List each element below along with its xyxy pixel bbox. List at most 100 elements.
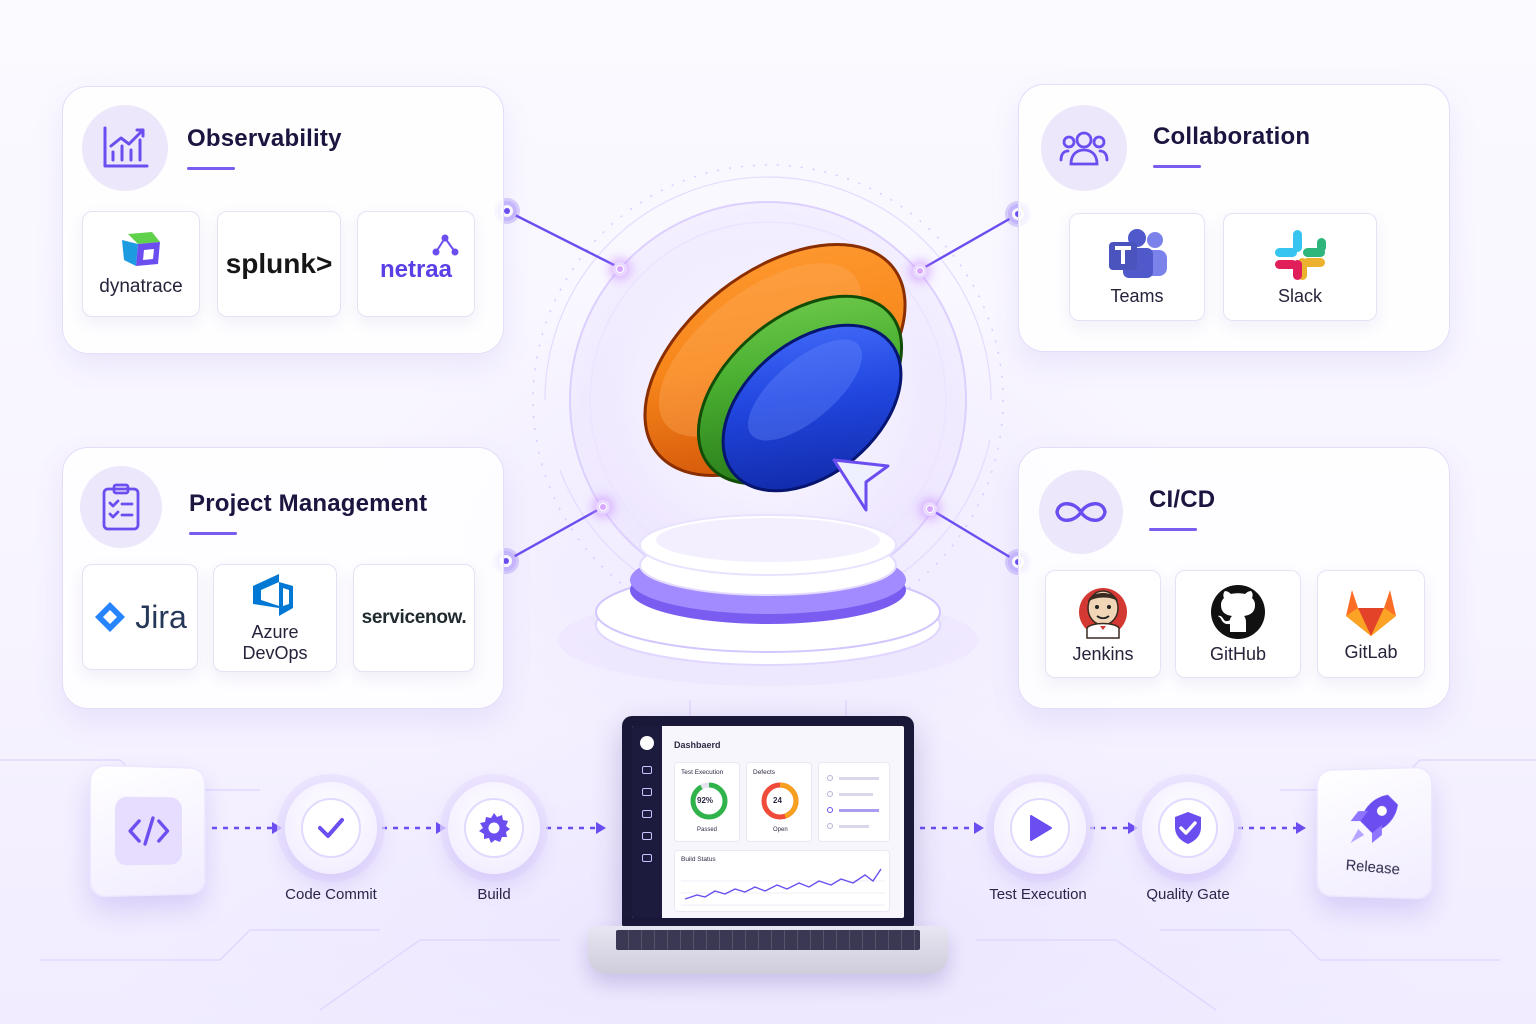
teams-logo-icon xyxy=(1109,228,1167,278)
project-management-card: Project Management Jira Azure DevOps ser… xyxy=(62,447,504,709)
jira-logo-icon xyxy=(95,602,126,632)
github-logo-icon xyxy=(1211,584,1265,639)
defects-widget-label: Defects xyxy=(753,769,776,776)
build-status-widget[interactable]: Build Status xyxy=(674,850,890,912)
test-execution-donut xyxy=(690,782,728,820)
collaboration-title: Collaboration xyxy=(1153,123,1311,150)
cicd-underline xyxy=(1149,528,1197,531)
summary-list-item xyxy=(827,823,833,829)
central-logo xyxy=(643,243,907,512)
jenkins-label: Jenkins xyxy=(1072,643,1134,664)
build-status-label: Build Status xyxy=(681,856,716,863)
summary-list-bar xyxy=(839,809,879,812)
sidebar-home-icon[interactable] xyxy=(642,766,652,774)
netraa-label: netraa xyxy=(379,256,453,284)
project-management-title: Project Management xyxy=(189,490,428,517)
tool-tile-azure-devops[interactable]: Azure DevOps xyxy=(213,564,337,672)
connector-node-project-management-inner xyxy=(596,500,610,514)
pipeline-step-code-commit[interactable] xyxy=(285,782,377,874)
build-label: Build xyxy=(477,886,511,903)
dashboard-sidebar xyxy=(632,726,662,918)
users-icon xyxy=(1041,105,1127,191)
slack-label: Slack xyxy=(1277,285,1322,306)
test-execution-value: 92% xyxy=(697,796,714,805)
slack-logo-icon xyxy=(1275,229,1326,280)
play-icon xyxy=(1030,815,1052,841)
bar-chart-trend-icon xyxy=(82,105,168,191)
infinity-icon xyxy=(1039,470,1123,554)
project-management-underline xyxy=(189,532,237,535)
devops-label: DevOps xyxy=(242,643,308,663)
dashboard-logo-icon xyxy=(640,736,654,750)
tool-tile-github[interactable]: GitHub xyxy=(1175,570,1301,678)
test-execution-label: Test Execution xyxy=(989,886,1087,903)
dashboard-title: Dashbaerd xyxy=(674,740,721,750)
splunk-label: splunk> xyxy=(225,247,333,279)
jenkins-logo-icon xyxy=(1079,587,1127,639)
connector-node-cicd-inner xyxy=(923,502,937,516)
release-label: Release xyxy=(1345,856,1401,878)
cicd-card: CI/CD Jenkins GitHub GitLab xyxy=(1018,447,1450,709)
pipeline-release-card[interactable]: Release xyxy=(1316,766,1433,900)
summary-list-bar xyxy=(839,825,869,828)
defects-donut xyxy=(761,782,799,820)
teams-label: Teams xyxy=(1110,285,1164,306)
collaboration-underline xyxy=(1153,165,1201,168)
pipeline-step-test-execution[interactable] xyxy=(994,782,1086,874)
defects-status: Open xyxy=(773,827,788,833)
gitlab-label: GitLab xyxy=(1344,641,1398,662)
test-execution-status: Passed xyxy=(697,827,718,833)
sidebar-tests-icon[interactable] xyxy=(642,788,652,796)
sidebar-settings-icon[interactable] xyxy=(642,832,652,840)
tool-tile-jira[interactable]: Jira xyxy=(82,564,198,670)
tool-tile-teams[interactable]: Teams xyxy=(1069,213,1205,321)
dynatrace-label: dynatrace xyxy=(99,276,183,298)
dynatrace-logo-icon xyxy=(122,232,160,267)
gear-icon xyxy=(479,813,510,843)
sidebar-reports-icon[interactable] xyxy=(642,810,652,818)
rocket-icon xyxy=(1350,794,1398,843)
checkmark-icon xyxy=(318,818,344,838)
summary-list-item xyxy=(827,775,833,781)
collaboration-card: Collaboration Teams Slack xyxy=(1018,84,1450,352)
observability-card: Observability dynatrace splunk> netraa xyxy=(62,86,504,354)
test-execution-widget-label: Test Execution xyxy=(681,769,724,776)
servicenow-label: servicenow. xyxy=(361,607,467,629)
laptop-keyboard xyxy=(616,930,920,950)
connector-node-observability-inner xyxy=(613,262,627,276)
pipeline-step-build[interactable] xyxy=(448,782,540,874)
tool-tile-jenkins[interactable]: Jenkins xyxy=(1045,570,1161,678)
tool-tile-servicenow[interactable]: servicenow. xyxy=(353,564,475,672)
github-label: GitHub xyxy=(1209,643,1267,664)
sidebar-files-icon[interactable] xyxy=(642,854,652,862)
tool-tile-gitlab[interactable]: GitLab xyxy=(1317,570,1425,678)
laptop-base xyxy=(588,926,948,974)
connector-node-collaboration-inner xyxy=(913,264,927,278)
azure-devops-logo-icon xyxy=(253,574,293,617)
code-brackets-icon xyxy=(115,796,182,866)
summary-list-bar xyxy=(839,793,873,796)
summary-list-item xyxy=(827,807,833,813)
defects-widget[interactable]: Defects 24 Open xyxy=(746,762,812,842)
clipboard-checklist-icon xyxy=(80,466,162,548)
tool-tile-splunk[interactable]: splunk> xyxy=(217,211,341,317)
shield-check-icon xyxy=(1175,812,1201,844)
tool-tile-netraa[interactable]: netraa xyxy=(357,211,475,317)
test-execution-widget[interactable]: Test Execution 92% Passed xyxy=(674,762,740,842)
tool-tile-dynatrace[interactable]: dynatrace xyxy=(82,211,200,317)
tool-tile-slack[interactable]: Slack xyxy=(1223,213,1377,321)
observability-title: Observability xyxy=(187,125,342,152)
summary-list-item xyxy=(827,791,833,797)
pipeline-code-card xyxy=(89,764,206,898)
summary-list-bar xyxy=(839,777,879,780)
azure-label: Azure xyxy=(251,622,299,643)
netraa-logo-icon xyxy=(432,234,459,256)
code-commit-label: Code Commit xyxy=(285,886,377,903)
pipeline-step-quality-gate[interactable] xyxy=(1142,782,1234,874)
jira-label: Jira xyxy=(135,598,187,635)
build-status-sparkline xyxy=(681,868,885,906)
dashboard-screen: Dashbaerd Test Execution 92% Passed Defe… xyxy=(632,726,904,918)
cicd-title: CI/CD xyxy=(1149,486,1216,513)
laptop-screen: Dashbaerd Test Execution 92% Passed Defe… xyxy=(622,716,914,928)
observability-underline xyxy=(187,167,235,170)
